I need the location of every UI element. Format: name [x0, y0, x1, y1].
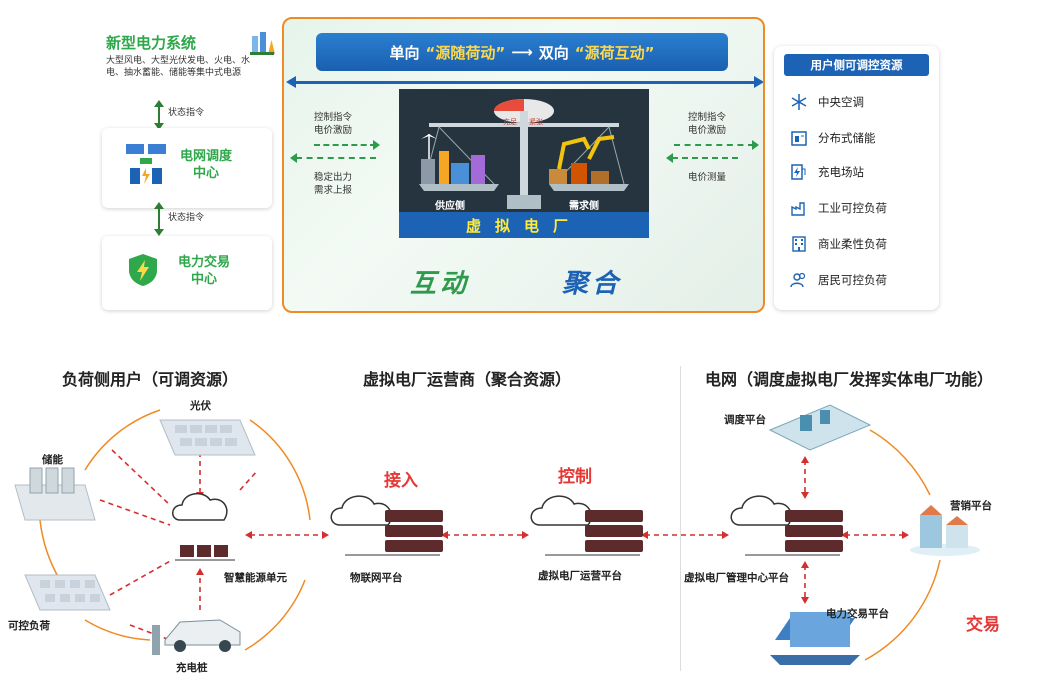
resource-item-commercial-load: 商业柔性负荷: [790, 234, 887, 254]
vpp-operation-platform-graphic: [530, 495, 643, 556]
vpp-operation-platform-label: 虚拟电厂运营平台: [538, 570, 622, 582]
scale-left-tag: 充足: [503, 118, 517, 126]
trading-platform-label: 电力交易平台: [826, 608, 889, 620]
snowflake-icon: [791, 94, 807, 110]
banner-part1: 单向: [389, 43, 420, 62]
right-upper-arrow: [674, 144, 754, 146]
status-arrow-1: [154, 100, 164, 130]
control-label: 控制: [558, 467, 592, 487]
right-upper-arrow-head: [752, 140, 759, 150]
top-panel: 新型电力系统 大型风电、大型光伏发电、火电、水电、抽水蓄能、储能等集中式电源 状…: [100, 14, 945, 314]
resource-label: 中央空调: [818, 95, 864, 109]
left-lower-arrow-head: [290, 153, 297, 163]
trade-label: 交易: [966, 615, 1000, 635]
vpp-label-bar: 虚拟电厂: [399, 212, 649, 238]
resource-item-residential-load: 居民可控负荷: [790, 270, 887, 290]
left-upper-note: 控制指令 电价激励: [314, 112, 353, 136]
left-lower-arrow: [296, 157, 376, 159]
resource-label: 居民可控负荷: [818, 273, 887, 287]
charging-pile-label: 充电桩: [176, 662, 208, 674]
new-power-system-block: 新型电力系统 大型风电、大型光伏发电、火电、水电、抽水蓄能、储能等集中式电源: [106, 32, 276, 122]
system-desc: 大型风电、大型光伏发电、火电、水电、抽水蓄能、储能等集中式电源: [106, 56, 251, 78]
banner-arrow-icon: ⟶: [511, 43, 533, 61]
right-lower-arrow-head: [666, 153, 673, 163]
system-title: 新型电力系统: [106, 34, 197, 52]
building-icon: [792, 236, 806, 252]
banner-quote2: “源荷互动”: [574, 43, 655, 62]
resource-label: 商业柔性负荷: [818, 237, 887, 251]
interact-label: 互动: [410, 269, 471, 299]
supply-side-label: 供应侧: [435, 201, 465, 212]
status-cmd-1: 状态指令: [168, 108, 205, 118]
iot-platform-graphic: [330, 495, 443, 556]
resource-item-central-ac: 中央空调: [790, 92, 864, 112]
solar-grid-icon: [126, 144, 166, 184]
right-upper-note: 控制指令 电价激励: [688, 112, 727, 136]
section-operator-title: 虚拟电厂运营商（聚合资源）: [363, 370, 572, 389]
resource-item-industrial-load: 工业可控负荷: [790, 198, 887, 218]
resource-label: 分布式储能: [818, 131, 876, 145]
solar-panel-graphic: [159, 419, 256, 456]
vpp-mgmt-platform-graphic: [730, 495, 843, 556]
dispatch-platform-graphic: [768, 404, 872, 451]
storage-label: 储能: [42, 454, 63, 466]
user-side-resources-title: 用户侧可调控资源: [784, 54, 929, 76]
balance-scale-illustration: 充足 紧张 供应侧 需求侧: [399, 89, 649, 234]
access-label: 接入: [384, 471, 418, 491]
resource-item-distributed-storage: 分布式储能: [790, 128, 876, 148]
status-cmd-2: 状态指令: [168, 213, 205, 223]
resource-label: 充电场站: [818, 165, 864, 179]
vpp-mgmt-platform-label: 虚拟电厂管理中心平台: [684, 572, 789, 584]
mode-banner: 单向 “源随荷动” ⟶ 双向 “源荷互动”: [316, 33, 728, 71]
center-vpp-box: 单向 “源随荷动” ⟶ 双向 “源荷互动” 控制指令 电价激励 稳定出力 需求上…: [282, 17, 765, 313]
banner-quote1: “源随荷动”: [425, 43, 506, 62]
left-upper-arrow-head: [373, 140, 380, 150]
left-upper-arrow: [314, 144, 376, 146]
scale-right-tag: 紧张: [529, 118, 543, 126]
resource-label: 工业可控负荷: [818, 201, 887, 215]
iot-platform-label: 物联网平台: [350, 572, 403, 584]
power-trading-card: 电力交易中心: [102, 236, 272, 310]
section-divider: [680, 366, 681, 671]
factory-icon: [791, 202, 805, 216]
pv-label: 光伏: [190, 400, 211, 412]
power-trading-label: 电力交易中心: [178, 255, 231, 287]
people-icon: [790, 272, 806, 288]
energy-storage-graphic: [14, 467, 96, 521]
smart-energy-unit-label: 智慧能源单元: [224, 572, 287, 584]
shield-power-icon: [129, 254, 157, 286]
status-arrow-2: [154, 202, 164, 236]
resource-item-charging-station: 充电场站: [790, 162, 864, 182]
marketing-platform-graphic: [910, 505, 980, 556]
charging-station-icon: [791, 164, 806, 180]
controllable-load-label: 可控负荷: [8, 620, 50, 632]
smart-energy-unit-graphic: [172, 493, 235, 561]
banner-part2: 双向: [538, 43, 569, 62]
grid-dispatch-label: 电网调度中心: [180, 149, 233, 181]
right-lower-arrow: [672, 157, 738, 159]
right-lower-note: 电价测量: [688, 172, 727, 183]
trading-platform-graphic: [770, 612, 860, 665]
battery-storage-icon: [791, 131, 807, 146]
balance-scale-svg: [419, 99, 629, 209]
grid-dispatch-card: 电网调度中心: [102, 128, 272, 208]
dispatch-platform-label: 调度平台: [724, 414, 766, 426]
left-lower-note: 稳定出力 需求上报: [314, 172, 353, 196]
controllable-load-graphic: [24, 574, 111, 611]
aggregate-label: 聚合: [562, 269, 623, 299]
ev-car-graphic: [152, 619, 241, 655]
double-arrow-line: [286, 76, 763, 88]
power-plant-icon: [250, 32, 275, 55]
section-grid-title: 电网（调度虚拟电厂发挥实体电厂功能）: [705, 370, 994, 389]
user-side-resources-panel: 用户侧可调控资源 中央空调 分布式储能 充电场站 工业可控负荷 商业柔性负荷 居…: [774, 46, 939, 310]
section-load-title: 负荷侧用户（可调资源）: [62, 370, 239, 389]
marketing-platform-label: 营销平台: [950, 500, 992, 512]
demand-side-label: 需求侧: [569, 201, 599, 212]
